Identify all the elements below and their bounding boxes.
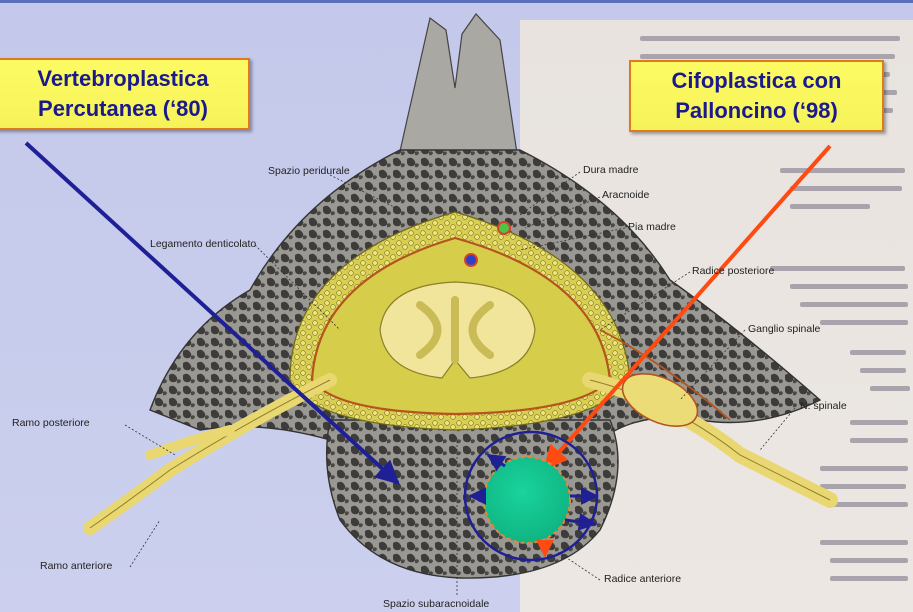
- label-ganglio-spinale: Ganglio spinale: [748, 323, 820, 335]
- label-legamento-denticolato: Legamento denticolato: [150, 238, 256, 250]
- label-ramo-anteriore: Ramo anteriore: [40, 560, 112, 572]
- label-radice-anteriore: Radice anteriore: [604, 573, 681, 585]
- spinous-process: [398, 14, 518, 160]
- vertebroplasty-callout-line2: Percutanea (‘80): [0, 94, 248, 124]
- label-pia-madre: Pia madre: [628, 221, 676, 233]
- label-ramo-posteriore: Ramo posteriore: [12, 417, 90, 429]
- inflated-balloon: [484, 457, 570, 543]
- label-spazio-peridurale: Spazio peridurale: [268, 165, 350, 177]
- blue-marker-dot: [465, 254, 477, 266]
- vertebral-body: [327, 420, 618, 578]
- kyphoplasty-callout: Cifoplastica con Palloncino (‘98): [629, 60, 884, 132]
- kyphoplasty-callout-line2: Palloncino (‘98): [631, 96, 882, 126]
- kyphoplasty-callout-line1: Cifoplastica con: [631, 66, 882, 96]
- label-aracnoide: Aracnoide: [602, 189, 649, 201]
- label-dura-madre: Dura madre: [583, 164, 638, 176]
- label-radice-posteriore: Radice posteriore: [692, 265, 774, 277]
- green-marker-dot: [498, 222, 510, 234]
- vertebroplasty-callout: Vertebroplastica Percutanea (‘80): [0, 58, 250, 130]
- label-n-spinale: N. spinale: [800, 400, 847, 412]
- vertebroplasty-callout-line1: Vertebroplastica: [0, 64, 248, 94]
- label-spazio-subaracnoidale: Spazio subaracnoidale: [383, 598, 489, 610]
